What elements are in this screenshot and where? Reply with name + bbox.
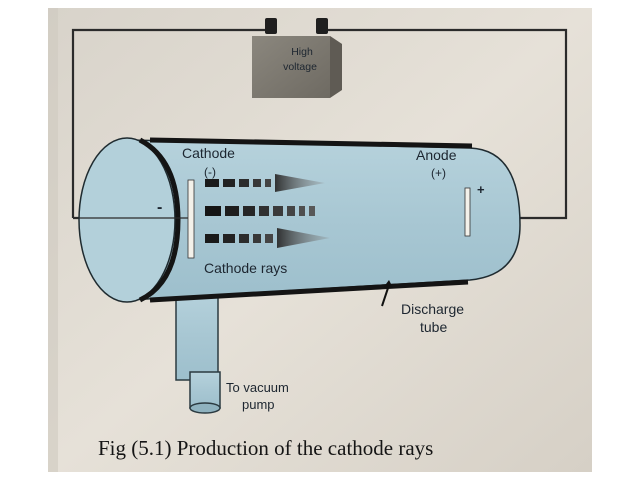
battery-label-line1: High (291, 46, 313, 58)
vacuum-pump-label-line1: To vacuum (226, 380, 289, 395)
discharge-tube-label-line2: tube (420, 319, 447, 335)
cathode-sign: (-) (204, 165, 216, 179)
anode-sign: (+) (431, 166, 446, 180)
cathode-label: Cathode (182, 145, 235, 161)
anode-plate (465, 188, 470, 236)
vacuum-pump-label-line2: pump (242, 397, 275, 412)
figure-caption: Fig (5.1) Production of the cathode rays (98, 436, 433, 460)
page-shadow-left (48, 8, 58, 472)
minus-sign: - (157, 199, 162, 216)
cathode-plate (188, 180, 194, 258)
plus-sign: + (477, 182, 485, 197)
cathode-rays-label: Cathode rays (204, 260, 287, 276)
discharge-tube-label-line1: Discharge (401, 301, 464, 317)
anode-label: Anode (416, 147, 457, 163)
battery-label-line2: voltage (283, 61, 317, 73)
